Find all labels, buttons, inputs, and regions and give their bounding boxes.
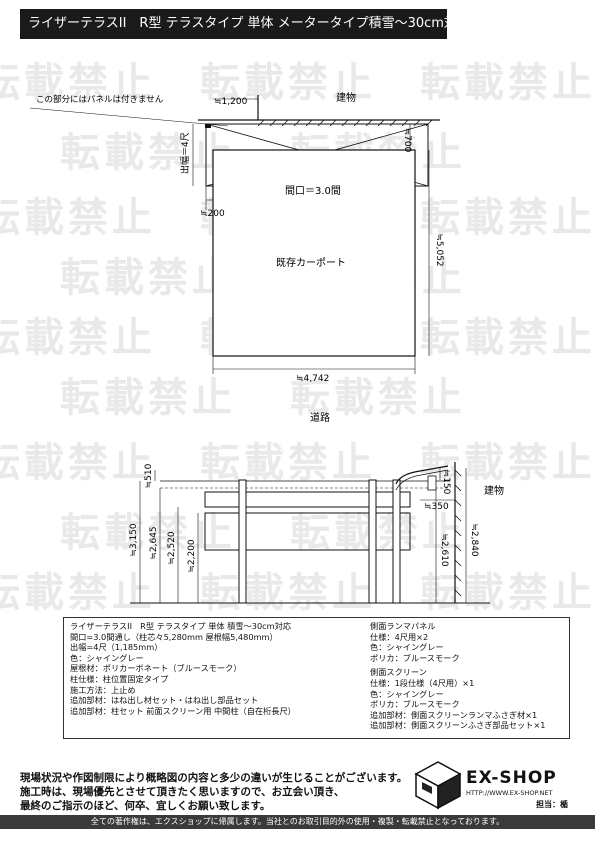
dim-2645: ≒2,645 — [149, 526, 159, 559]
exshop-logo: EX-SHOP HTTP://WWW.EX-SHOP.NET 担当：楯 — [414, 760, 574, 810]
dim-2520: ≒2,520 — [167, 531, 177, 565]
spec-line: ポリカ：ブルースモーク — [370, 699, 460, 710]
dim-4742: ≒4,742 — [296, 374, 329, 384]
spec-main-column: ライザーテラスII R型 テラスタイプ 単体 積雪～30cm対応 間口=3.0間… — [70, 621, 296, 716]
spec-line: 間口=3.0間通し（柱芯々5,280mm 屋根幅5,480mm） — [70, 631, 278, 642]
notice-line: 最終のご指示のほど、何卒、宜しくお願い致します。 — [20, 800, 271, 812]
brand-name: EX-SHOP — [466, 768, 557, 788]
spec-line: ライザーテラスII R型 テラスタイプ 単体 積雪～30cm対応 — [70, 621, 292, 631]
projection-label: 出幅＝4尺 — [179, 132, 191, 174]
spec-line: 追加部材：側面スクリーンランマふさぎ材×1 — [370, 709, 538, 720]
spec-line: 仕様：4尺用×2 — [370, 631, 429, 642]
copyright-footer: 全ての著作権は、エクスショップに帰属します。当社とのお取引目的外の使用・複製・転… — [0, 815, 595, 829]
dim-3150: ≒3,150 — [129, 523, 139, 557]
notice-line: 現場状況や作図制限により概略図の内容と多少の違いが生じることがございます。 — [20, 772, 408, 784]
plan-view-drawing: 建物 この部分にはパネルは付きません ≒1,200 出幅＝4尺 ≒700 間口＝… — [29, 91, 444, 424]
spec-line: 色：シャイングレー — [370, 642, 444, 653]
cube-logo-icon — [414, 761, 462, 810]
dim-1200: ≒1,200 — [214, 97, 248, 107]
spec-option-column: 側面ランマパネル 仕様：4尺用×2 色：シャイングレー ポリカ：ブルースモーク … — [370, 621, 545, 731]
spec-line: 追加部材：側面スクリーンふさぎ部品セット×1 — [370, 720, 546, 731]
elevation-building-label: 建物 — [484, 484, 504, 497]
spec-line: 色：シャイングレー — [370, 688, 444, 699]
spec-line: 仕様：1段仕様（4尺用）×1 — [370, 677, 475, 688]
dim-5052: ≒5,052 — [434, 233, 444, 266]
spec-line: 柱仕様：柱位置固定タイプ — [70, 673, 169, 684]
brand-url: HTTP://WWW.EX-SHOP.NET — [466, 789, 553, 797]
spec-box: ライザーテラスII R型 テラスタイプ 単体 積雪～30cm対応 間口=3.0間… — [63, 617, 570, 739]
dim-350: ≒350 — [424, 502, 449, 512]
spec-line: 出幅=4尺（1,185mm） — [70, 642, 163, 653]
carport-label: 既存カーポート — [276, 256, 346, 269]
spec-line: 追加部材：柱セット 前面スクリーン用 中間柱（自在桁長尺） — [70, 705, 296, 716]
page-title: ライザーテラスII R型 テラスタイプ 単体 メータータイプ積雪～30cm対応 — [20, 9, 447, 39]
plan-building-label: 建物 — [336, 91, 356, 104]
road-label: 道路 — [310, 411, 330, 424]
spec-line: 側面ランマパネル — [370, 621, 436, 631]
notice-line: 施工時は、現場優先とさせて頂きたく思いますので、お立会い頂き、 — [20, 786, 345, 798]
frontage-label: 間口＝3.0間 — [285, 185, 341, 197]
spec-line: 追加部材：はね出し材セット・はね出し部品セット — [70, 695, 259, 706]
site-notice: 現場状況や作図制限により概略図の内容と多少の違いが生じることがございます。 施工… — [20, 771, 407, 813]
elevation-drawing: 建物 ≒510 ≒150 ≒350 ≒3,150 ≒2,645 ≒2,520 ≒… — [129, 462, 504, 604]
dim-700: ≒700 — [402, 128, 412, 153]
spec-line: ポリカ：ブルースモーク — [370, 652, 460, 663]
spec-line: 屋根材：ポリカーボネート（ブルースモーク） — [70, 663, 242, 674]
dim-2610: ≒2,610 — [439, 533, 449, 567]
dim-2200: ≒2,200 — [187, 539, 197, 573]
spec-line: 色：シャイングレー — [70, 652, 144, 663]
dim-200: ≒200 — [200, 209, 225, 219]
spec-line: 側面スクリーン — [370, 667, 427, 678]
dim-150: ≒150 — [441, 470, 451, 495]
staff-label: 担当：楯 — [536, 800, 568, 809]
dim-510: ≒510 — [144, 463, 154, 488]
dim-2840: ≒2,840 — [469, 523, 479, 557]
spec-line: 施工方法：上止め — [70, 684, 136, 695]
no-panel-note: この部分にはパネルは付きません — [36, 94, 164, 105]
